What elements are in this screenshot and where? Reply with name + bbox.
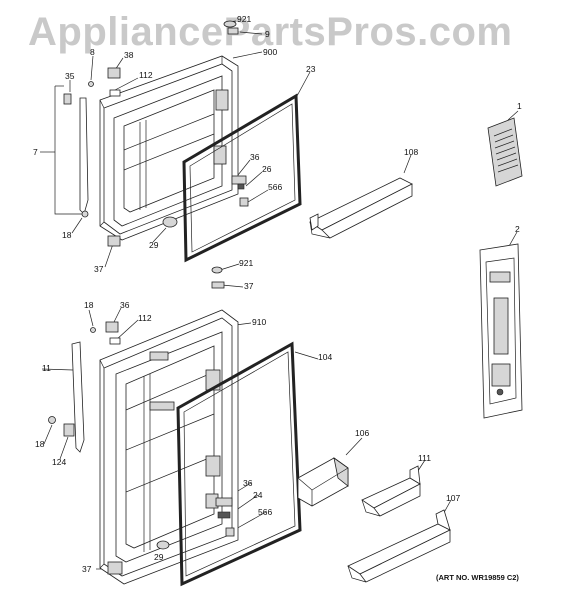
callout-900: 900 — [263, 47, 278, 57]
callout-37-mid: 37 — [244, 281, 254, 291]
callout-38: 38 — [124, 50, 134, 60]
callout-24: 24 — [253, 490, 263, 500]
callout-921-mid: 921 — [239, 258, 254, 268]
callout-37-bottom: 37 — [82, 564, 92, 574]
callout-37-top: 37 — [94, 264, 104, 274]
callout-29-bottom: 29 — [154, 552, 164, 562]
freezer-door-gasket — [182, 93, 302, 263]
callout-8: 8 — [90, 47, 95, 57]
callout-106: 106 — [355, 428, 370, 438]
freezer-door-inner-liner — [113, 75, 229, 227]
callout-112-mid: 112 — [138, 313, 152, 323]
fresh-food-door-parts-small — [107, 497, 235, 575]
callout-111: 111 — [418, 453, 431, 463]
fresh-food-door-hinge-top — [90, 266, 225, 345]
freezer-door-handle — [63, 81, 94, 218]
callout-2: 2 — [515, 224, 520, 234]
watermark-text: AppliancePartsPros.com — [28, 10, 513, 54]
callout-108: 108 — [404, 147, 419, 157]
callout-112-top: 112 — [139, 70, 153, 80]
callout-104: 104 — [318, 352, 333, 362]
callout-18-top: 18 — [62, 230, 72, 240]
callout-9: 9 — [265, 29, 270, 39]
callout-910: 910 — [252, 317, 267, 327]
art-number: (ART NO. WR19859 C2) — [436, 573, 519, 582]
callout-921-top: 921 — [237, 14, 252, 24]
callout-124: 124 — [52, 457, 67, 467]
dispenser-cover — [479, 243, 523, 419]
callout-18-bottom: 18 — [35, 439, 45, 449]
callout-36-top: 36 — [250, 152, 260, 162]
freezer-door-shelf-bin — [309, 177, 413, 239]
large-door-bin — [347, 509, 451, 583]
fresh-food-door-inner-liner — [115, 331, 223, 563]
callout-566-top: 566 — [268, 182, 283, 192]
fresh-food-door-handle — [48, 341, 85, 453]
fresh-food-door-gasket — [176, 341, 302, 587]
freezer-door-hinge-top — [107, 20, 239, 97]
callout-107: 107 — [446, 493, 461, 503]
callout-26: 26 — [262, 164, 272, 174]
callout-36-bottom: 36 — [243, 478, 253, 488]
callout-18-mid: 18 — [84, 300, 94, 310]
freezer-door-parts-small — [107, 175, 249, 247]
callout-35: 35 — [65, 71, 75, 81]
small-door-bin — [361, 465, 421, 517]
callout-36-mid: 36 — [120, 300, 130, 310]
callout-7: 7 — [33, 147, 38, 157]
instruction-card — [487, 117, 523, 187]
callout-29-top: 29 — [149, 240, 159, 250]
callout-566-bottom: 566 — [258, 507, 273, 517]
dairy-bin — [297, 457, 349, 507]
callout-11: 11 — [42, 363, 51, 373]
callout-23: 23 — [306, 64, 316, 74]
callout-1: 1 — [517, 101, 522, 111]
